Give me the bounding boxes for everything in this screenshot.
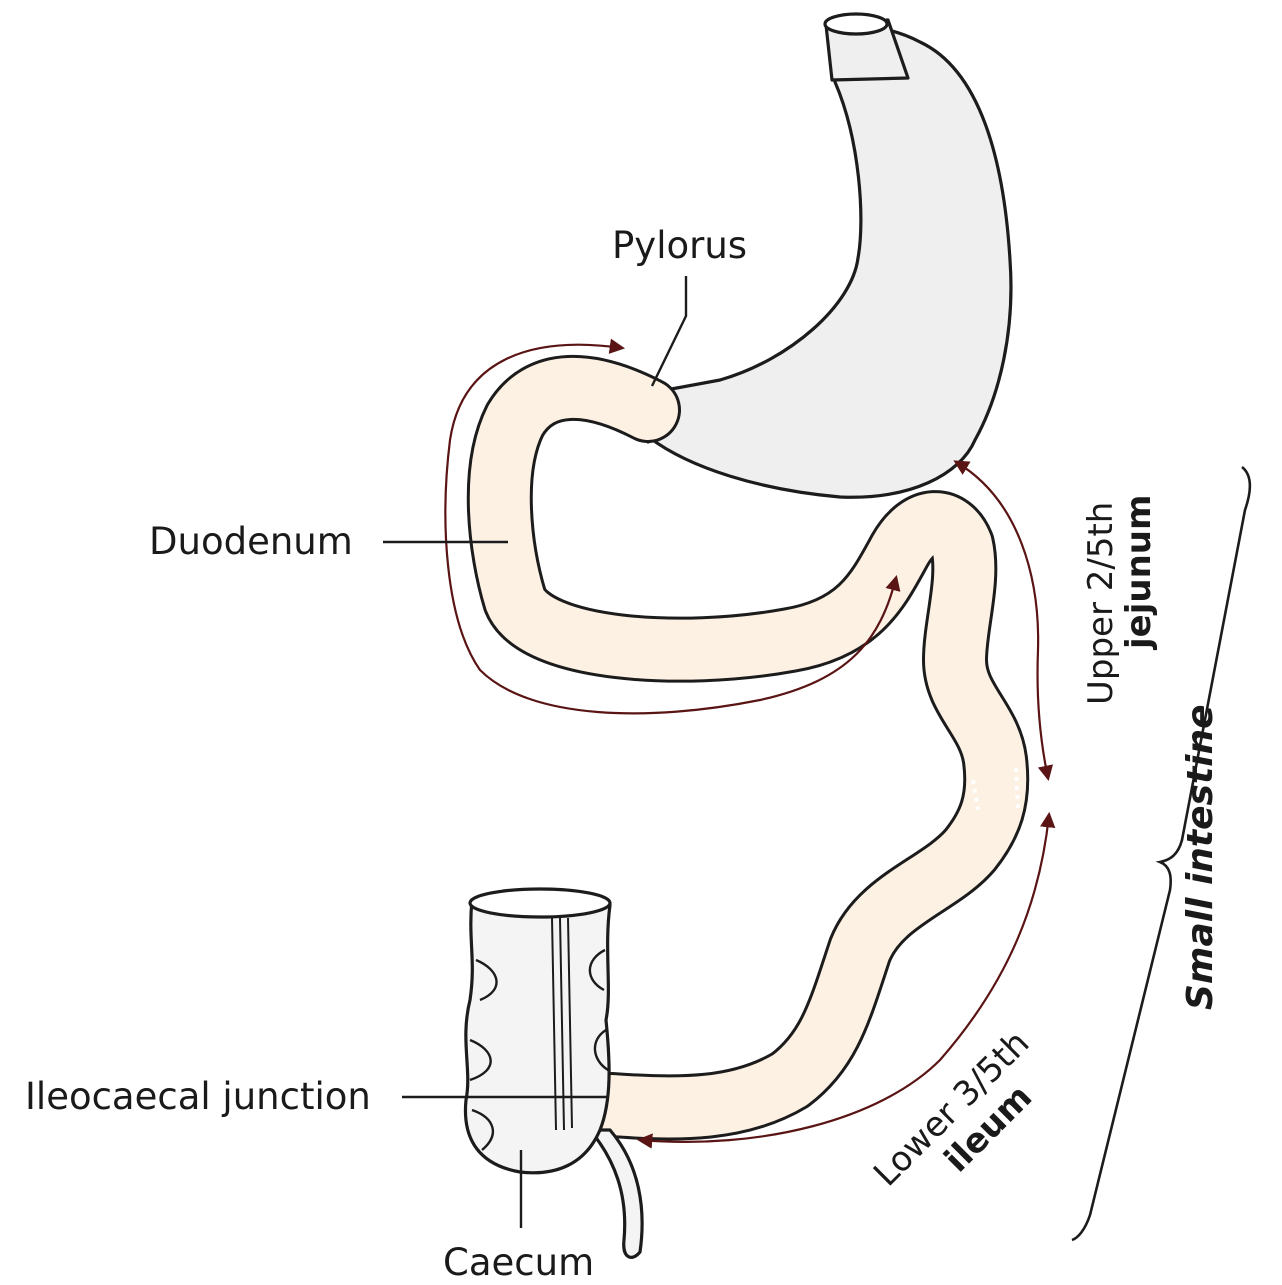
colon-opening [470, 889, 610, 917]
caecum-label: Caecum [443, 1241, 594, 1284]
small-intestine-label-group: Small intestine [1180, 704, 1221, 1010]
pylorus-leader [652, 276, 686, 386]
jejunum-label-group: Upper 2/5th jejunum [1081, 495, 1159, 705]
ileum-label-group: Lower 3/5th ileum [866, 1023, 1066, 1223]
caecum-body [465, 900, 610, 1173]
pylorus-label: Pylorus [612, 224, 747, 267]
jejunum-label: jejunum [1119, 495, 1159, 651]
small-intestine-label: Small intestine [1180, 704, 1221, 1010]
ileocaecal-junction-label: Ileocaecal junction [25, 1075, 371, 1118]
upper-fraction-label: Upper 2/5th [1081, 502, 1121, 705]
esophagus-opening [825, 14, 887, 34]
duodenum-label: Duodenum [149, 520, 353, 563]
appendix [590, 1130, 642, 1257]
